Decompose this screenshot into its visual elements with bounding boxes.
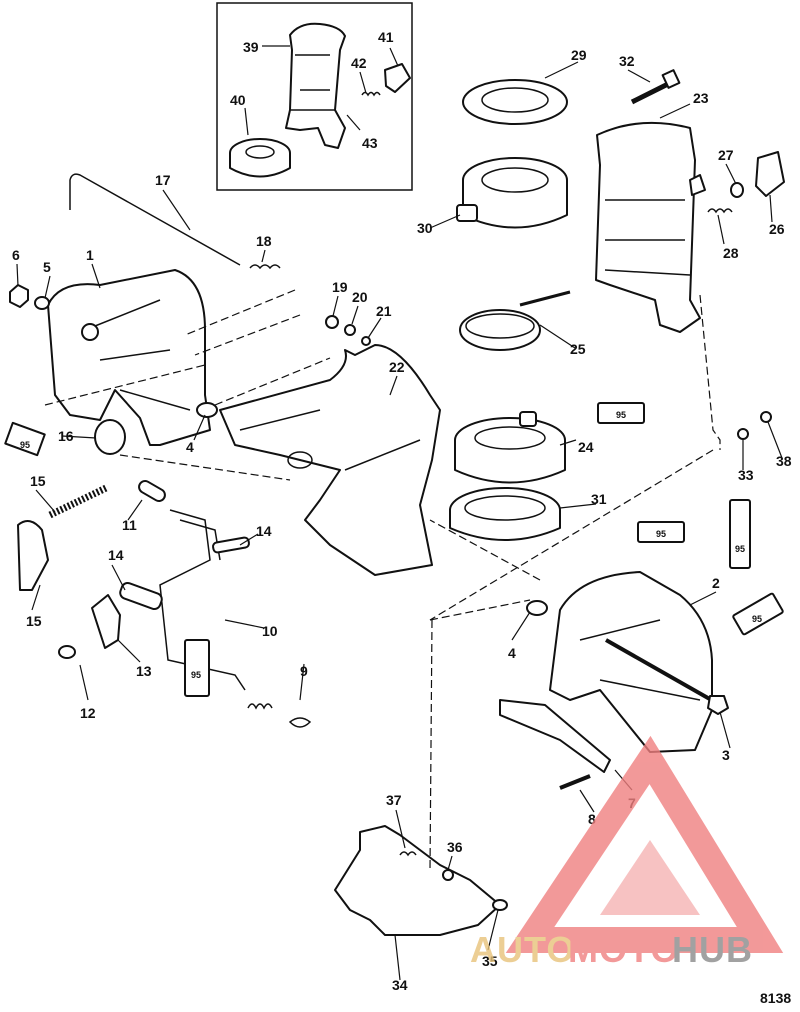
callout-label: 31 <box>591 491 607 507</box>
callout-label: 14 <box>256 523 272 539</box>
callout-label: 4 <box>186 439 194 455</box>
callout-label: 35 <box>482 953 498 969</box>
part-2-clamp-bracket <box>549 571 713 753</box>
callout-label: 38 <box>776 453 792 469</box>
callout-label: 43 <box>362 135 378 151</box>
callouts: 39 40 41 42 43 1 2 3 4 4 5 6 7 8 9 10 11… <box>12 29 792 993</box>
part-23-swivel-bracket <box>595 121 706 333</box>
lube-label: 95 <box>20 440 30 450</box>
callout-label: 25 <box>570 341 586 357</box>
callout-label: 13 <box>136 663 152 679</box>
callout-label: 30 <box>417 220 433 236</box>
callout-label: 21 <box>376 303 392 319</box>
lube-label: 95 <box>752 614 762 624</box>
lube-label: 95 <box>191 670 201 680</box>
callout-label: 33 <box>738 467 754 483</box>
watermark-logo: AUTO MOTO HUB <box>470 735 784 970</box>
callout-label: 32 <box>619 53 635 69</box>
callout-label: 36 <box>447 839 463 855</box>
callout-label: 19 <box>332 279 348 295</box>
callout-label: 11 <box>122 517 137 533</box>
part-24-bushing <box>454 411 566 484</box>
watermark-hub: HUB <box>672 929 753 970</box>
callout-label: 22 <box>389 359 405 375</box>
part-30-collar <box>456 157 568 229</box>
callout-label: 29 <box>571 47 587 63</box>
callout-label: 15 <box>26 613 42 629</box>
watermark-auto: AUTO <box>470 929 575 970</box>
callout-label: 5 <box>43 259 51 275</box>
callout-label: 6 <box>12 247 20 263</box>
callout-label: 28 <box>723 245 739 261</box>
callout-label: 17 <box>155 172 171 188</box>
callout-label: 3 <box>722 747 730 763</box>
callout-label: 14 <box>108 547 124 563</box>
callout-label: 27 <box>718 147 734 163</box>
callout-label: 2 <box>712 575 720 591</box>
callout-label: 26 <box>769 221 785 237</box>
callout-label: 20 <box>352 289 368 305</box>
callout-label: 39 <box>243 39 259 55</box>
part-25-strap <box>459 290 571 351</box>
callout-label: 15 <box>30 473 46 489</box>
callout-label: 37 <box>386 792 402 808</box>
part-29-washer <box>462 79 568 125</box>
callout-label: 40 <box>230 92 246 108</box>
part-26-plate <box>755 151 785 197</box>
callout-label: 9 <box>300 663 308 679</box>
callout-label: 18 <box>256 233 272 249</box>
lube-label: 95 <box>616 410 626 420</box>
callout-label: 23 <box>693 90 709 106</box>
callout-label: 12 <box>80 705 96 721</box>
callout-label: 34 <box>392 977 408 993</box>
lubricant-tubes <box>4 402 784 697</box>
inset-box <box>216 2 413 191</box>
watermark-moto: MOTO <box>568 929 679 970</box>
callout-label: 24 <box>578 439 594 455</box>
part-22-swivel-housing <box>219 344 441 576</box>
part-16-knob <box>94 419 126 455</box>
callout-label: 10 <box>262 623 278 639</box>
assembly-lines <box>44 289 721 871</box>
callout-label: 4 <box>508 645 516 661</box>
lube-label: 95 <box>656 529 666 539</box>
part-1-clamp-bracket <box>47 269 211 446</box>
callout-label: 1 <box>86 247 94 263</box>
callout-label: 42 <box>351 55 367 71</box>
callout-label: 8 <box>588 811 596 827</box>
part-31-ring <box>449 487 561 541</box>
lube-label: 95 <box>735 544 745 554</box>
callout-label: 41 <box>378 29 394 45</box>
figure-number: 8138 <box>760 990 791 1006</box>
